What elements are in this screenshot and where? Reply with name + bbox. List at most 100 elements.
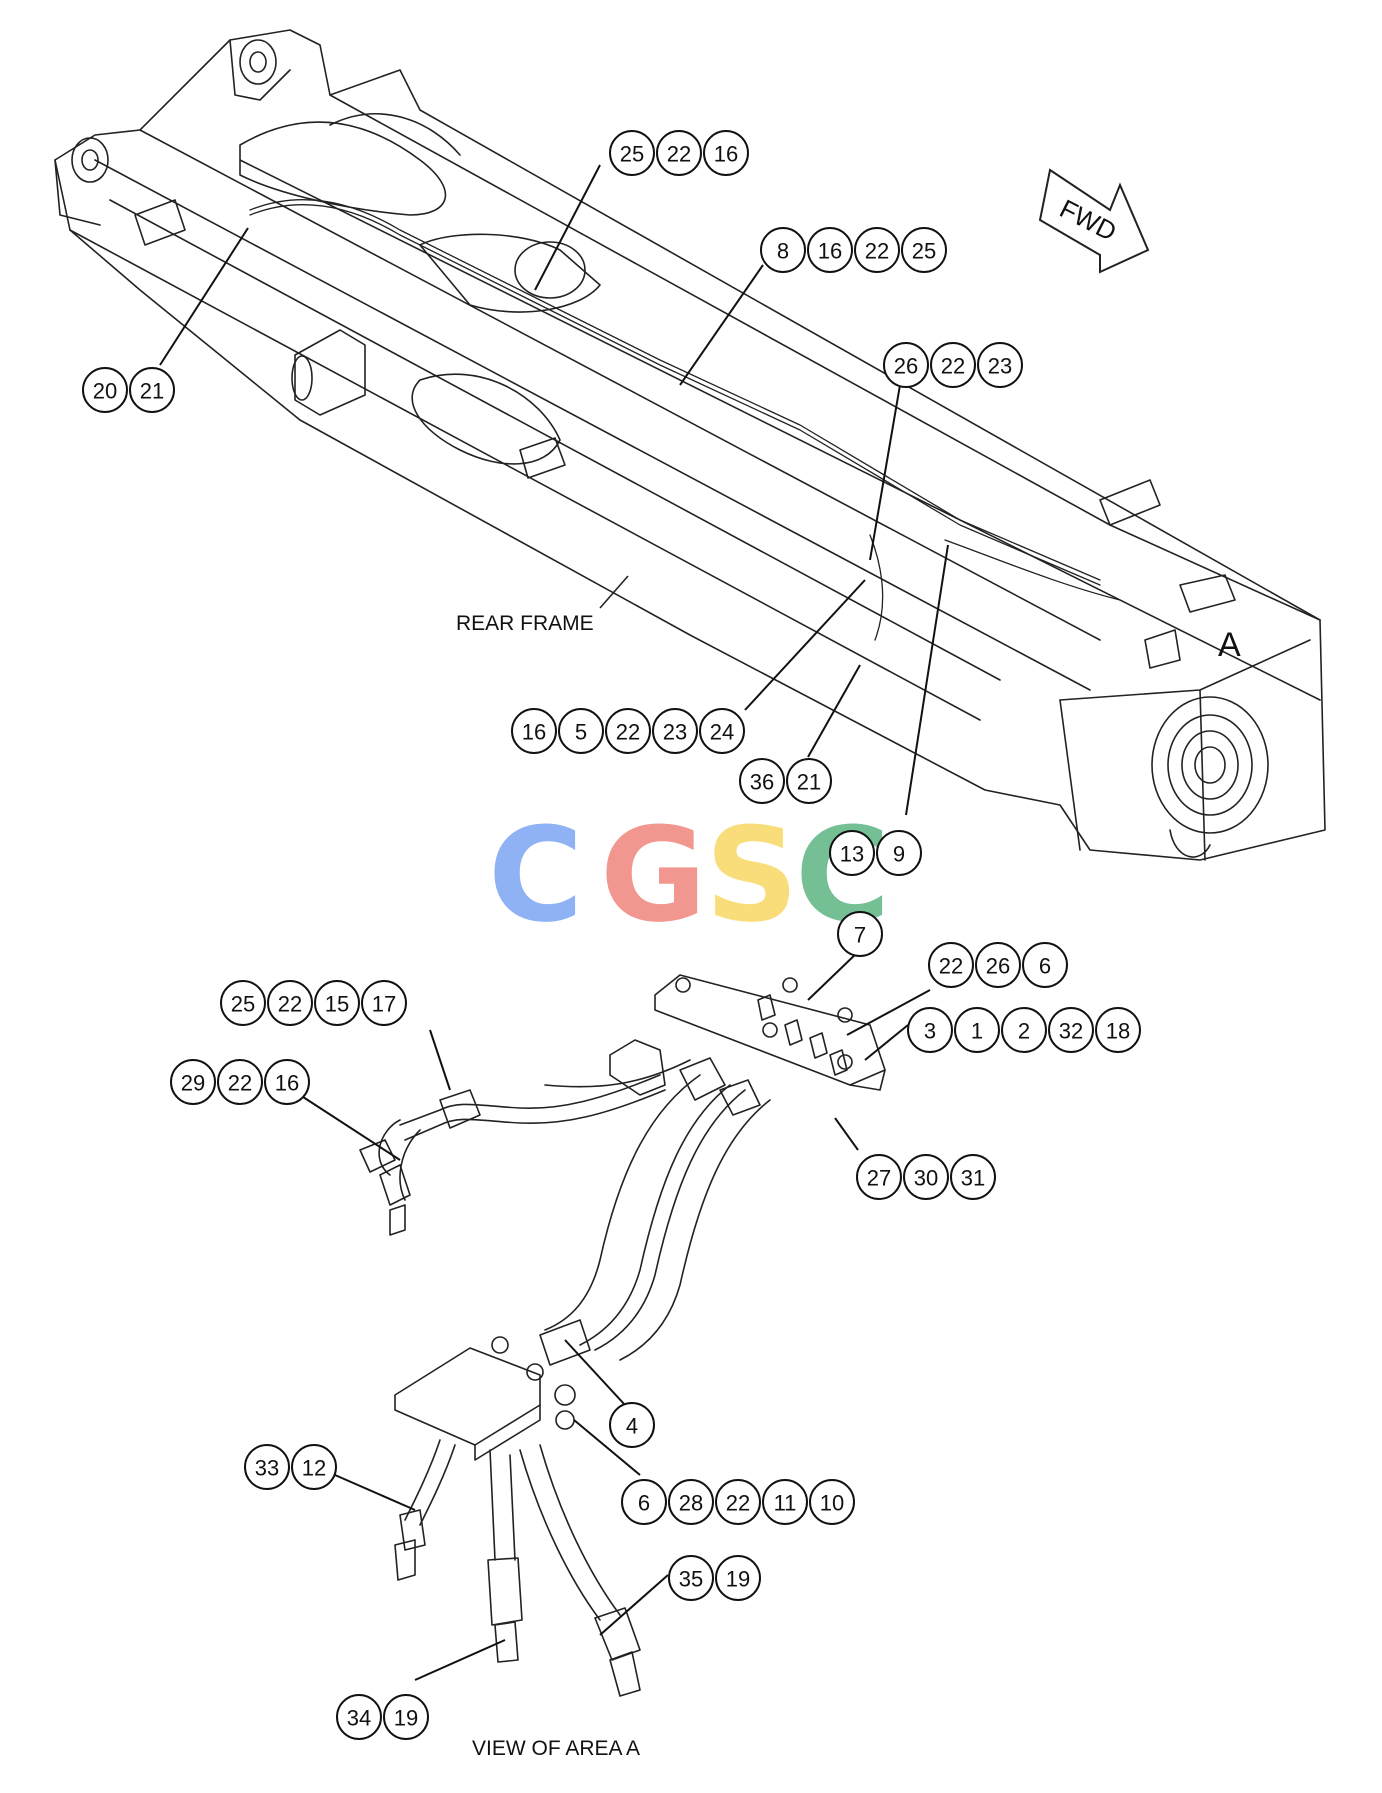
callout-balloon — [605, 708, 651, 754]
rear-frame-text: REAR FRAME — [456, 612, 594, 635]
callout-number: 36 — [750, 770, 774, 795]
callout-balloon — [703, 130, 749, 176]
view-area-caption: VIEW OF AREA A — [472, 1737, 640, 1760]
callout-balloon — [1048, 1007, 1094, 1053]
callout-balloon — [217, 1059, 263, 1105]
callout-balloon — [609, 1402, 655, 1448]
callout-balloon — [760, 227, 806, 273]
leader-lines — [159, 164, 949, 1681]
callout-number: 35 — [679, 1567, 703, 1592]
callout-number: 4 — [626, 1414, 638, 1439]
callout-number: 19 — [726, 1567, 750, 1592]
callout-balloon — [170, 1059, 216, 1105]
callout-balloon — [267, 980, 313, 1026]
callout-balloon — [668, 1479, 714, 1525]
callout-balloon — [336, 1694, 382, 1740]
callout-balloon — [928, 942, 974, 988]
callout-number: 18 — [1106, 1019, 1130, 1044]
fwd-arrow: FWD — [1038, 168, 1150, 274]
callout-number: 16 — [818, 239, 842, 264]
callout-balloon — [854, 227, 900, 273]
callout-number: 25 — [620, 142, 644, 167]
callout-balloon — [809, 1479, 855, 1525]
callout-number: 12 — [302, 1456, 326, 1481]
callout-balloon — [950, 1154, 996, 1200]
callout-number: 26 — [894, 354, 918, 379]
callout-balloon — [807, 227, 853, 273]
area-a-drawing — [359, 974, 886, 1697]
callout-number: 6 — [1039, 954, 1051, 979]
callout-29-22-16: 29 22 16 — [170, 1059, 310, 1105]
callout-balloon — [739, 758, 785, 804]
callout-34-19: 34 19 — [336, 1694, 429, 1740]
callout-number: 29 — [181, 1071, 205, 1096]
callout-balloon — [715, 1555, 761, 1601]
callout-4: 4 — [609, 1402, 655, 1448]
callout-balloon — [977, 342, 1023, 388]
callout-number: 34 — [347, 1706, 371, 1731]
callout-balloon — [975, 942, 1021, 988]
callout-number: 33 — [255, 1456, 279, 1481]
callout-balloon — [883, 342, 929, 388]
rear-frame-drawing — [54, 29, 1326, 861]
callout-number: 31 — [961, 1166, 985, 1191]
callout-balloon — [314, 980, 360, 1026]
callout-balloon — [907, 1007, 953, 1053]
callout-number: 11 — [774, 1491, 797, 1516]
callout-balloon — [901, 227, 947, 273]
callout-number: 17 — [372, 992, 396, 1017]
callout-number: 25 — [231, 992, 255, 1017]
callout-35-19: 35 19 — [668, 1555, 761, 1601]
callout-number: 6 — [638, 1491, 650, 1516]
callout-balloon — [383, 1694, 429, 1740]
callout-number: 16 — [522, 720, 546, 745]
callout-number: 20 — [93, 379, 117, 404]
callout-number: 8 — [777, 239, 789, 264]
callout-balloon — [361, 980, 407, 1026]
callout-balloon — [652, 708, 698, 754]
callout-33-12: 33 12 — [244, 1444, 337, 1490]
callout-number: 22 — [228, 1071, 252, 1096]
callout-number: 22 — [616, 720, 640, 745]
callout-number: 16 — [275, 1071, 299, 1096]
callout-number: 9 — [893, 842, 905, 867]
callout-balloon — [829, 830, 875, 876]
callout-number: 23 — [988, 354, 1012, 379]
callout-balloon — [1001, 1007, 1047, 1053]
callout-balloon — [511, 708, 557, 754]
callout-balloon — [837, 911, 883, 957]
callout-balloon — [244, 1444, 290, 1490]
callout-number: 3 — [924, 1019, 936, 1044]
callout-number: 27 — [867, 1166, 891, 1191]
callout-number: 21 — [797, 770, 821, 795]
callout-balloon — [656, 130, 702, 176]
callout-number: 22 — [865, 239, 889, 264]
callout-balloon — [1095, 1007, 1141, 1053]
watermark-letter-g: G — [600, 799, 707, 951]
callout-number: 22 — [941, 354, 965, 379]
cgsc-watermark: C G S C — [488, 799, 890, 951]
callout-number: 7 — [854, 923, 866, 948]
callout-balloon — [668, 1555, 714, 1601]
callout-number: 26 — [986, 954, 1010, 979]
callout-number: 24 — [710, 720, 734, 745]
callout-balloon — [609, 130, 655, 176]
callout-balloon — [786, 758, 832, 804]
callout-number: 16 — [714, 142, 738, 167]
rear-frame-label: REAR FRAME — [456, 575, 629, 635]
callout-number: 22 — [278, 992, 302, 1017]
callout-number: 22 — [939, 954, 963, 979]
watermark-letter-c1: C — [488, 799, 583, 951]
callout-7: 7 — [837, 911, 883, 957]
callout-number: 13 — [840, 842, 864, 867]
callout-number: 19 — [394, 1706, 418, 1731]
callout-13-9: 13 9 — [829, 830, 922, 876]
